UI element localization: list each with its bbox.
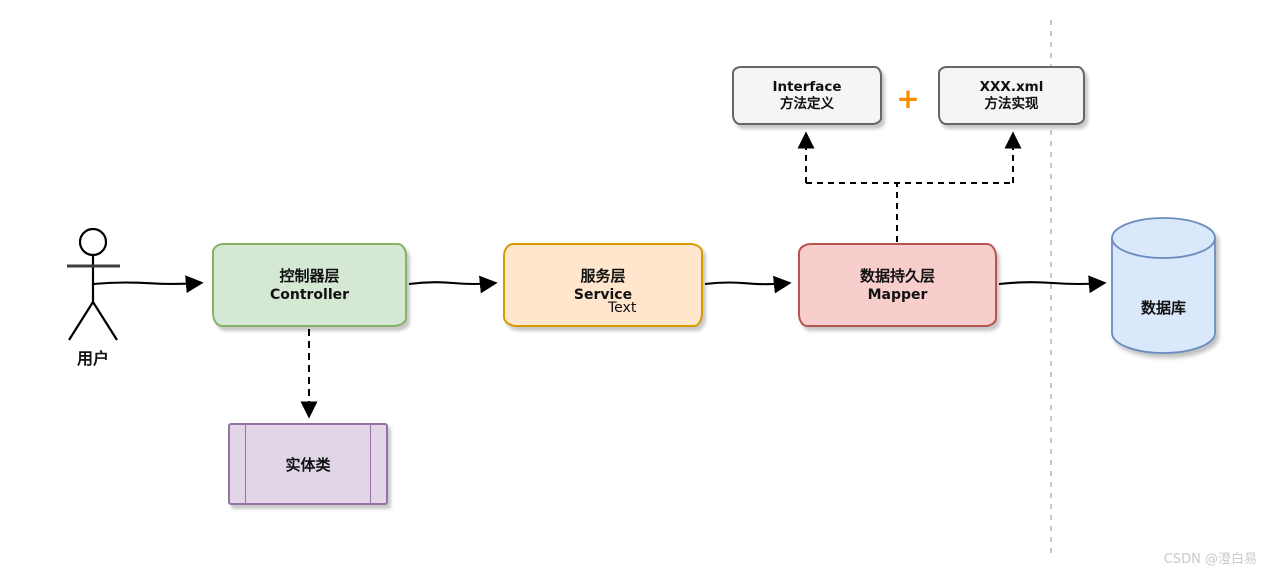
interface-note-title: Interface xyxy=(772,78,842,95)
watermark-text: CSDN @澄白易 xyxy=(1163,552,1257,567)
arrow-mapper-to-database xyxy=(998,275,1107,294)
xml-note-title: XXX.xml xyxy=(979,78,1044,95)
arrow-controller-to-service xyxy=(408,275,498,294)
user-actor-label: 用户 xyxy=(76,349,109,368)
actor-leg-left xyxy=(68,301,94,341)
user-actor-figure xyxy=(67,227,120,341)
service-layer-box: 服务层 Service xyxy=(503,243,703,327)
controller-layer-title: 控制器层 xyxy=(279,266,340,285)
database-cylinder-top xyxy=(1111,217,1216,259)
database-cylinder xyxy=(1111,217,1216,354)
controller-layer-box: 控制器层 Controller xyxy=(212,243,407,327)
entity-box-right-bar xyxy=(370,425,371,503)
actor-head xyxy=(78,227,108,257)
mapper-layer-box: 数据持久层 Mapper xyxy=(798,243,997,327)
service-layer-title: 服务层 xyxy=(580,266,626,285)
arrow-service-to-mapper xyxy=(704,275,792,294)
xml-implementation-note-box: XXX.xml 方法实现 xyxy=(938,66,1085,125)
entity-class-label: 实体类 xyxy=(285,455,331,474)
service-layer-subtitle: Service xyxy=(573,287,633,304)
plus-sign: + xyxy=(896,81,920,115)
entity-box-left-bar xyxy=(245,425,246,503)
interface-definition-note-box: Interface 方法定义 xyxy=(732,66,882,125)
actor-leg-right xyxy=(92,301,118,341)
mapper-layer-title: 数据持久层 xyxy=(859,266,935,285)
arrow-user-to-controller xyxy=(92,275,204,294)
database-label: 数据库 xyxy=(1140,299,1186,317)
xml-note-subtitle: 方法实现 xyxy=(984,95,1039,112)
controller-layer-subtitle: Controller xyxy=(269,287,350,304)
entity-class-box: 实体类 xyxy=(228,423,388,505)
service-text-overlay: Text xyxy=(608,300,637,316)
interface-note-subtitle: 方法定义 xyxy=(780,95,834,112)
database-cylinder-body xyxy=(1111,238,1216,354)
mapper-layer-subtitle: Mapper xyxy=(867,287,928,304)
